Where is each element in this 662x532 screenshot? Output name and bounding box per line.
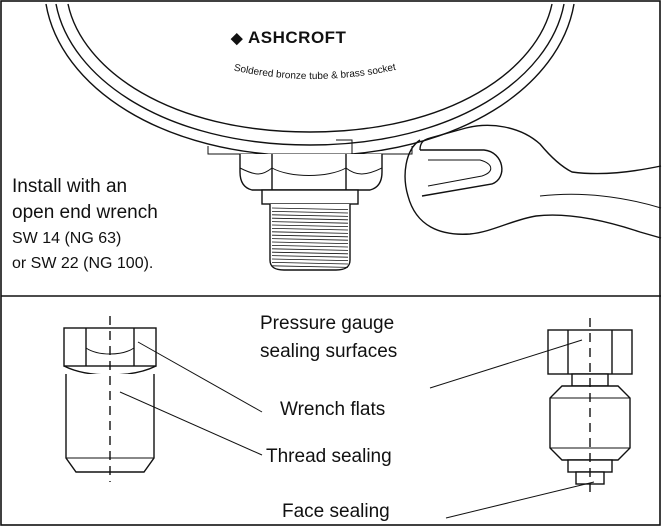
thread-line [271, 224, 349, 227]
thread-line [271, 265, 349, 268]
instruction-line-1: Install with an [12, 176, 127, 197]
thread-sealing-fitting [63, 316, 157, 482]
instruction-line-3: SW 14 (NG 63) [12, 230, 121, 247]
leader-face-sealing [445, 481, 595, 519]
thread-line [271, 262, 349, 265]
brand-name: ASHCROFT [248, 28, 347, 47]
leader-wrench-flats-left [137, 341, 263, 413]
thread-line [271, 234, 349, 238]
thread-line [271, 248, 349, 251]
thread-line [271, 228, 349, 231]
label-pressure-gauge: Pressure gauge [260, 313, 394, 334]
thread-line [271, 231, 349, 234]
leader-sealing-surfaces [429, 339, 583, 389]
callout-leaders [119, 339, 595, 519]
thread-line [271, 241, 349, 244]
label-sealing-surfaces: sealing surfaces [260, 341, 397, 362]
label-face-sealing: Face sealing [282, 501, 390, 522]
thread-line [271, 245, 349, 248]
thread-line [271, 238, 349, 241]
gauge-illustration [45, 3, 575, 271]
thread-line [271, 251, 349, 255]
ashcroft-logo: ◆ ASHCROFT [230, 28, 347, 47]
thread-line [271, 207, 349, 210]
wrench-illustration [404, 124, 662, 239]
gauge-thread-lines [271, 207, 349, 268]
leader-thread-sealing [119, 391, 263, 456]
install-instruction: Install with an open end wrench SW 14 (N… [12, 176, 158, 272]
label-wrench-flats: Wrench flats [280, 399, 385, 420]
thread-line [271, 255, 349, 258]
instruction-line-2: open end wrench [12, 202, 158, 223]
thread-line [271, 221, 349, 224]
label-thread-sealing: Thread sealing [266, 446, 392, 467]
thread-line [271, 211, 349, 214]
instruction-line-4: or SW 22 (NG 100). [12, 255, 153, 272]
thread-line [271, 258, 349, 261]
thread-line [271, 217, 349, 221]
svg-text:◆: ◆ [230, 30, 243, 47]
callout-labels: Pressure gauge sealing surfaces Wrench f… [260, 313, 397, 522]
face-sealing-fitting [547, 318, 633, 498]
thread-line [271, 214, 349, 217]
